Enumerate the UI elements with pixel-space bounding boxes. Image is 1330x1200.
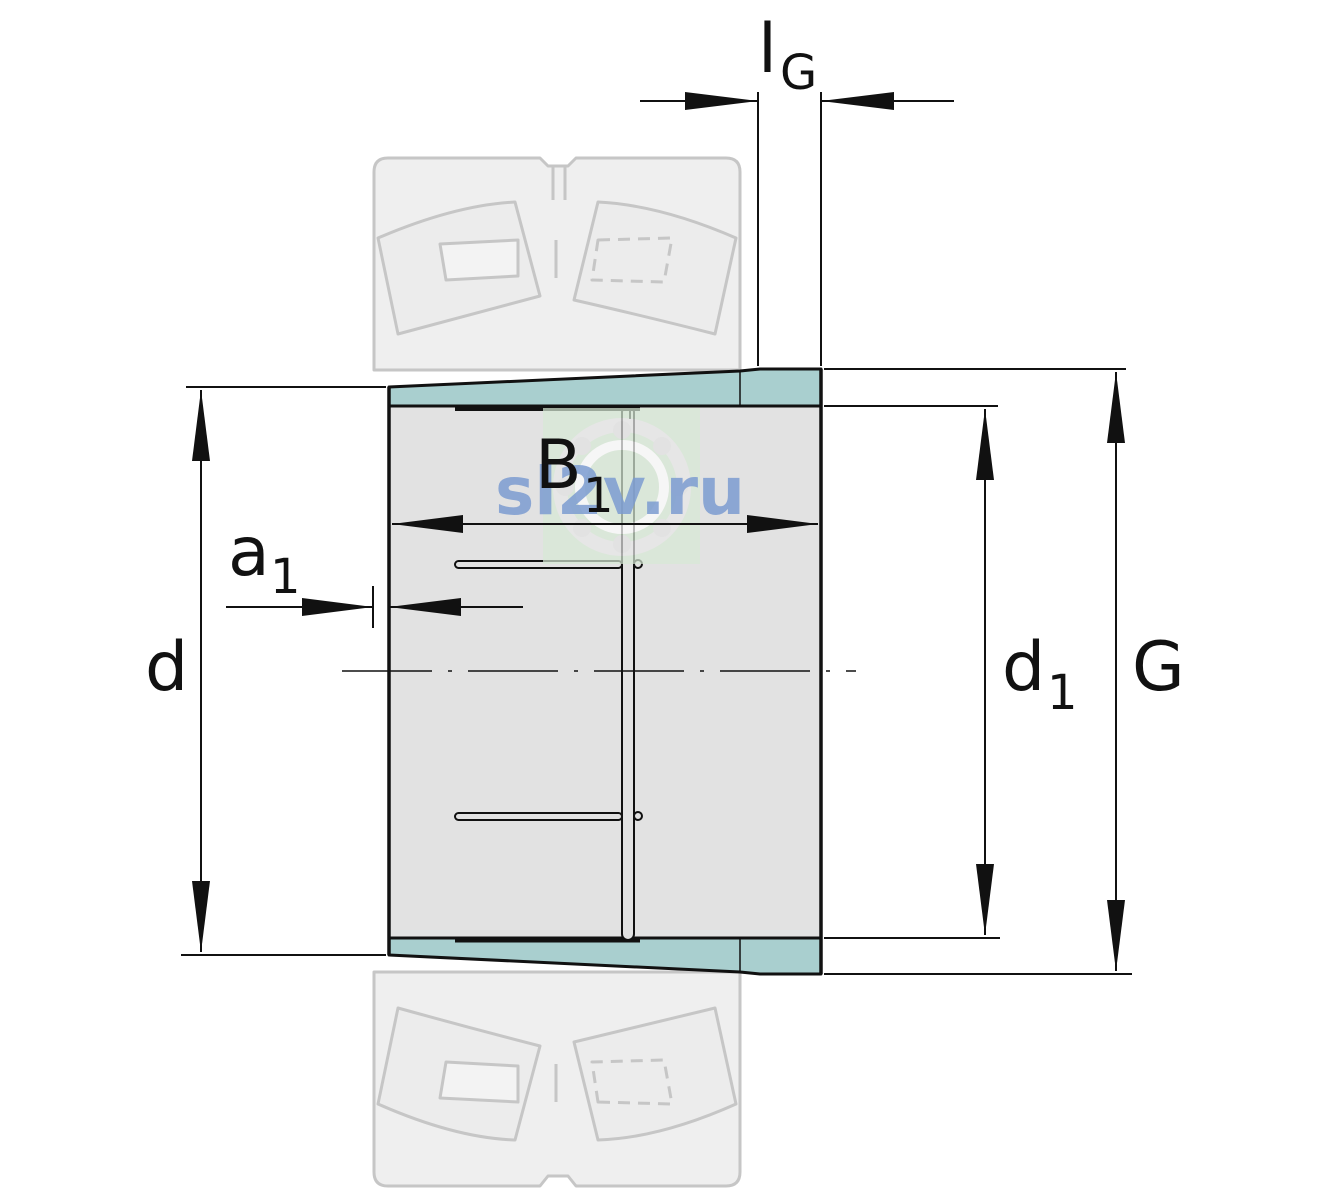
label-d1: d [1002,628,1045,707]
dimension-B1 [392,515,818,533]
dimension-d1 [976,409,994,935]
label-B1: B [535,426,582,505]
label-d1-subscript: 1 [1047,665,1078,721]
watermark-text: sl2v.ru [495,453,745,530]
dimension-a1 [226,598,523,616]
label-lG: l [758,10,777,89]
bearing-outline-bottom [372,970,742,1188]
dimension-G [1107,372,1125,971]
sleeve-wall-top [387,367,823,408]
label-B1-subscript: 1 [583,468,614,524]
bearing-outline-top [372,156,742,372]
extension-lines [181,92,1132,975]
watermark [543,408,700,564]
label-G: G [1132,628,1185,707]
label-lG-subscript: G [780,45,817,101]
label-a1-subscript: 1 [270,549,301,605]
label-d: d [145,628,188,707]
label-a1: a [228,513,270,592]
sleeve-wall-bottom [387,936,823,976]
dimension-d [192,390,210,952]
dimension-lG [640,92,954,110]
